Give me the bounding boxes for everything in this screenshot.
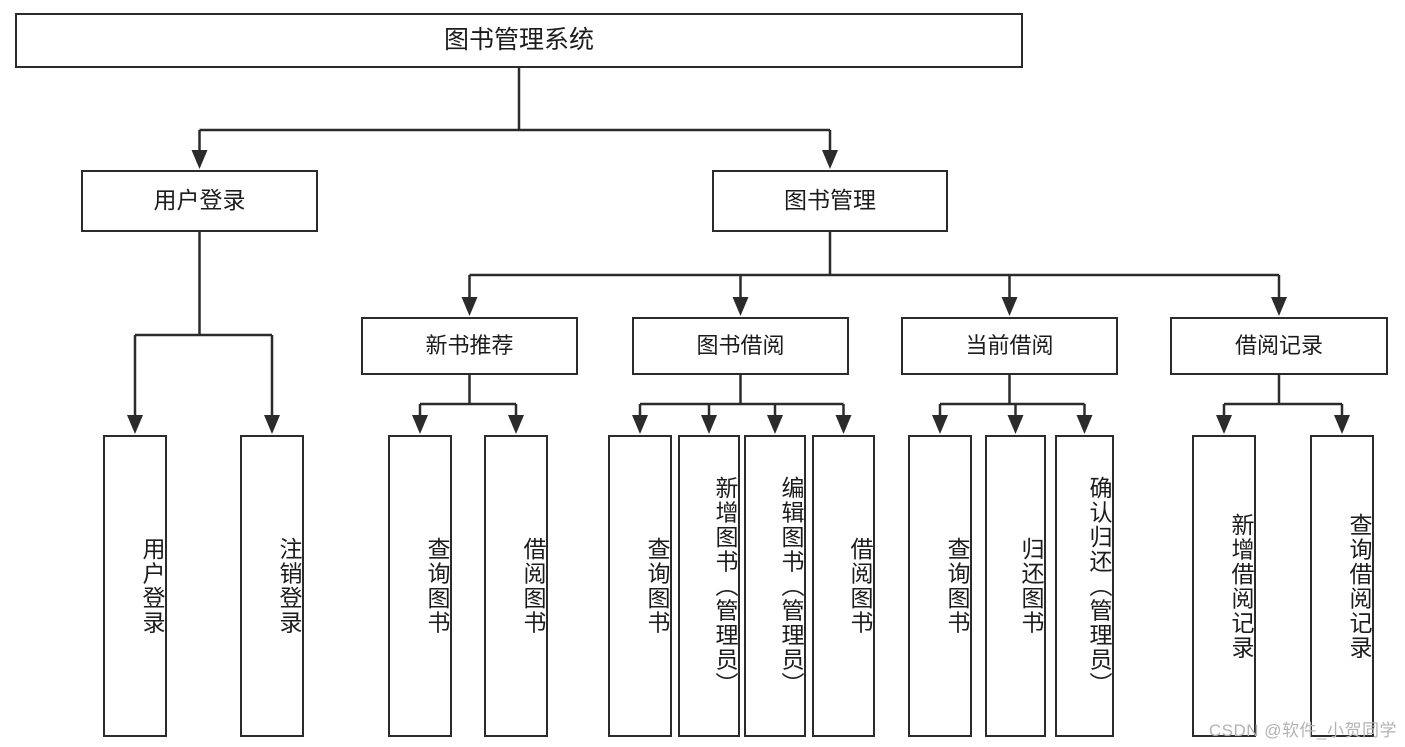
node-leaf-user-login[interactable]: 用户登录 (103, 435, 167, 737)
arrow-head-icon (264, 415, 280, 434)
node-book-manage[interactable]: 图书管理 (712, 170, 948, 232)
node-label: 借阅图书 (847, 537, 873, 635)
node-label: 图书借阅 (696, 333, 785, 359)
node-leaf-query-book-2[interactable]: 查询图书 (608, 435, 672, 737)
node-root[interactable]: 图书管理系统 (15, 13, 1023, 68)
node-leaf-return-book[interactable]: 归还图书 (985, 435, 1046, 737)
node-label: 借阅记录 (1234, 333, 1323, 359)
node-label: 归还图书 (1018, 537, 1044, 635)
arrow-head-icon (1216, 415, 1232, 434)
node-book-borrow[interactable]: 图书借阅 (632, 317, 849, 375)
arrow-head-icon (1007, 415, 1024, 434)
arrow-head-icon (732, 297, 749, 316)
node-user-login[interactable]: 用户登录 (81, 170, 318, 232)
node-new-book-rec[interactable]: 新书推荐 (361, 317, 578, 375)
node-leaf-query-book-1[interactable]: 查询图书 (388, 435, 452, 737)
node-label: 查询借阅记录 (1346, 512, 1372, 660)
arrow-head-icon (127, 415, 143, 434)
node-leaf-confirm-return[interactable]: 确认归还（管理员） (1055, 435, 1114, 737)
node-label: 借阅图书 (520, 537, 546, 635)
arrow-head-icon (191, 150, 208, 169)
node-leaf-borrow-book-2[interactable]: 借阅图书 (812, 435, 875, 737)
arrow-head-icon (461, 297, 478, 316)
node-label: 注销登录 (276, 537, 302, 635)
arrow-head-icon (1001, 297, 1018, 316)
node-leaf-borrow-book-1[interactable]: 借阅图书 (484, 435, 548, 737)
arrow-head-icon (508, 415, 524, 434)
node-label: 图书管理 (784, 187, 876, 214)
arrow-head-icon (632, 415, 648, 434)
arrow-head-icon (1334, 415, 1350, 434)
node-label: 新增图书（管理员） (712, 475, 738, 697)
arrow-head-icon (932, 415, 948, 434)
watermark-text: CSDN @软件_小贺同学 (1208, 721, 1397, 740)
arrow-head-icon (767, 415, 783, 434)
node-label: 用户登录 (139, 537, 165, 635)
node-label: 新增借阅记录 (1228, 512, 1254, 660)
arrow-head-icon (1271, 297, 1287, 316)
node-label: 查询图书 (644, 537, 670, 635)
node-borrow-record[interactable]: 借阅记录 (1170, 317, 1388, 375)
node-label: 查询图书 (944, 537, 970, 635)
node-leaf-add-book[interactable]: 新增图书（管理员） (678, 435, 740, 737)
node-leaf-add-record[interactable]: 新增借阅记录 (1192, 435, 1256, 737)
node-leaf-query-record[interactable]: 查询借阅记录 (1310, 435, 1374, 737)
node-label: 确认归还（管理员） (1086, 475, 1112, 697)
arrow-head-icon (1076, 415, 1093, 434)
arrow-head-icon (835, 415, 852, 434)
node-label: 用户登录 (153, 187, 246, 214)
node-label: 图书管理系统 (443, 25, 594, 54)
node-leaf-logout[interactable]: 注销登录 (240, 435, 304, 737)
arrow-head-icon (701, 415, 717, 434)
arrow-head-icon (822, 150, 838, 169)
node-label: 当前借阅 (965, 333, 1054, 359)
node-label: 新书推荐 (425, 333, 514, 359)
node-label: 编辑图书（管理员） (778, 475, 804, 697)
arrow-head-icon (412, 415, 428, 434)
node-label: 查询图书 (424, 537, 450, 635)
node-leaf-query-book-3[interactable]: 查询图书 (908, 435, 972, 737)
node-leaf-edit-book[interactable]: 编辑图书（管理员） (744, 435, 806, 737)
node-current-borrow[interactable]: 当前借阅 (901, 317, 1118, 375)
